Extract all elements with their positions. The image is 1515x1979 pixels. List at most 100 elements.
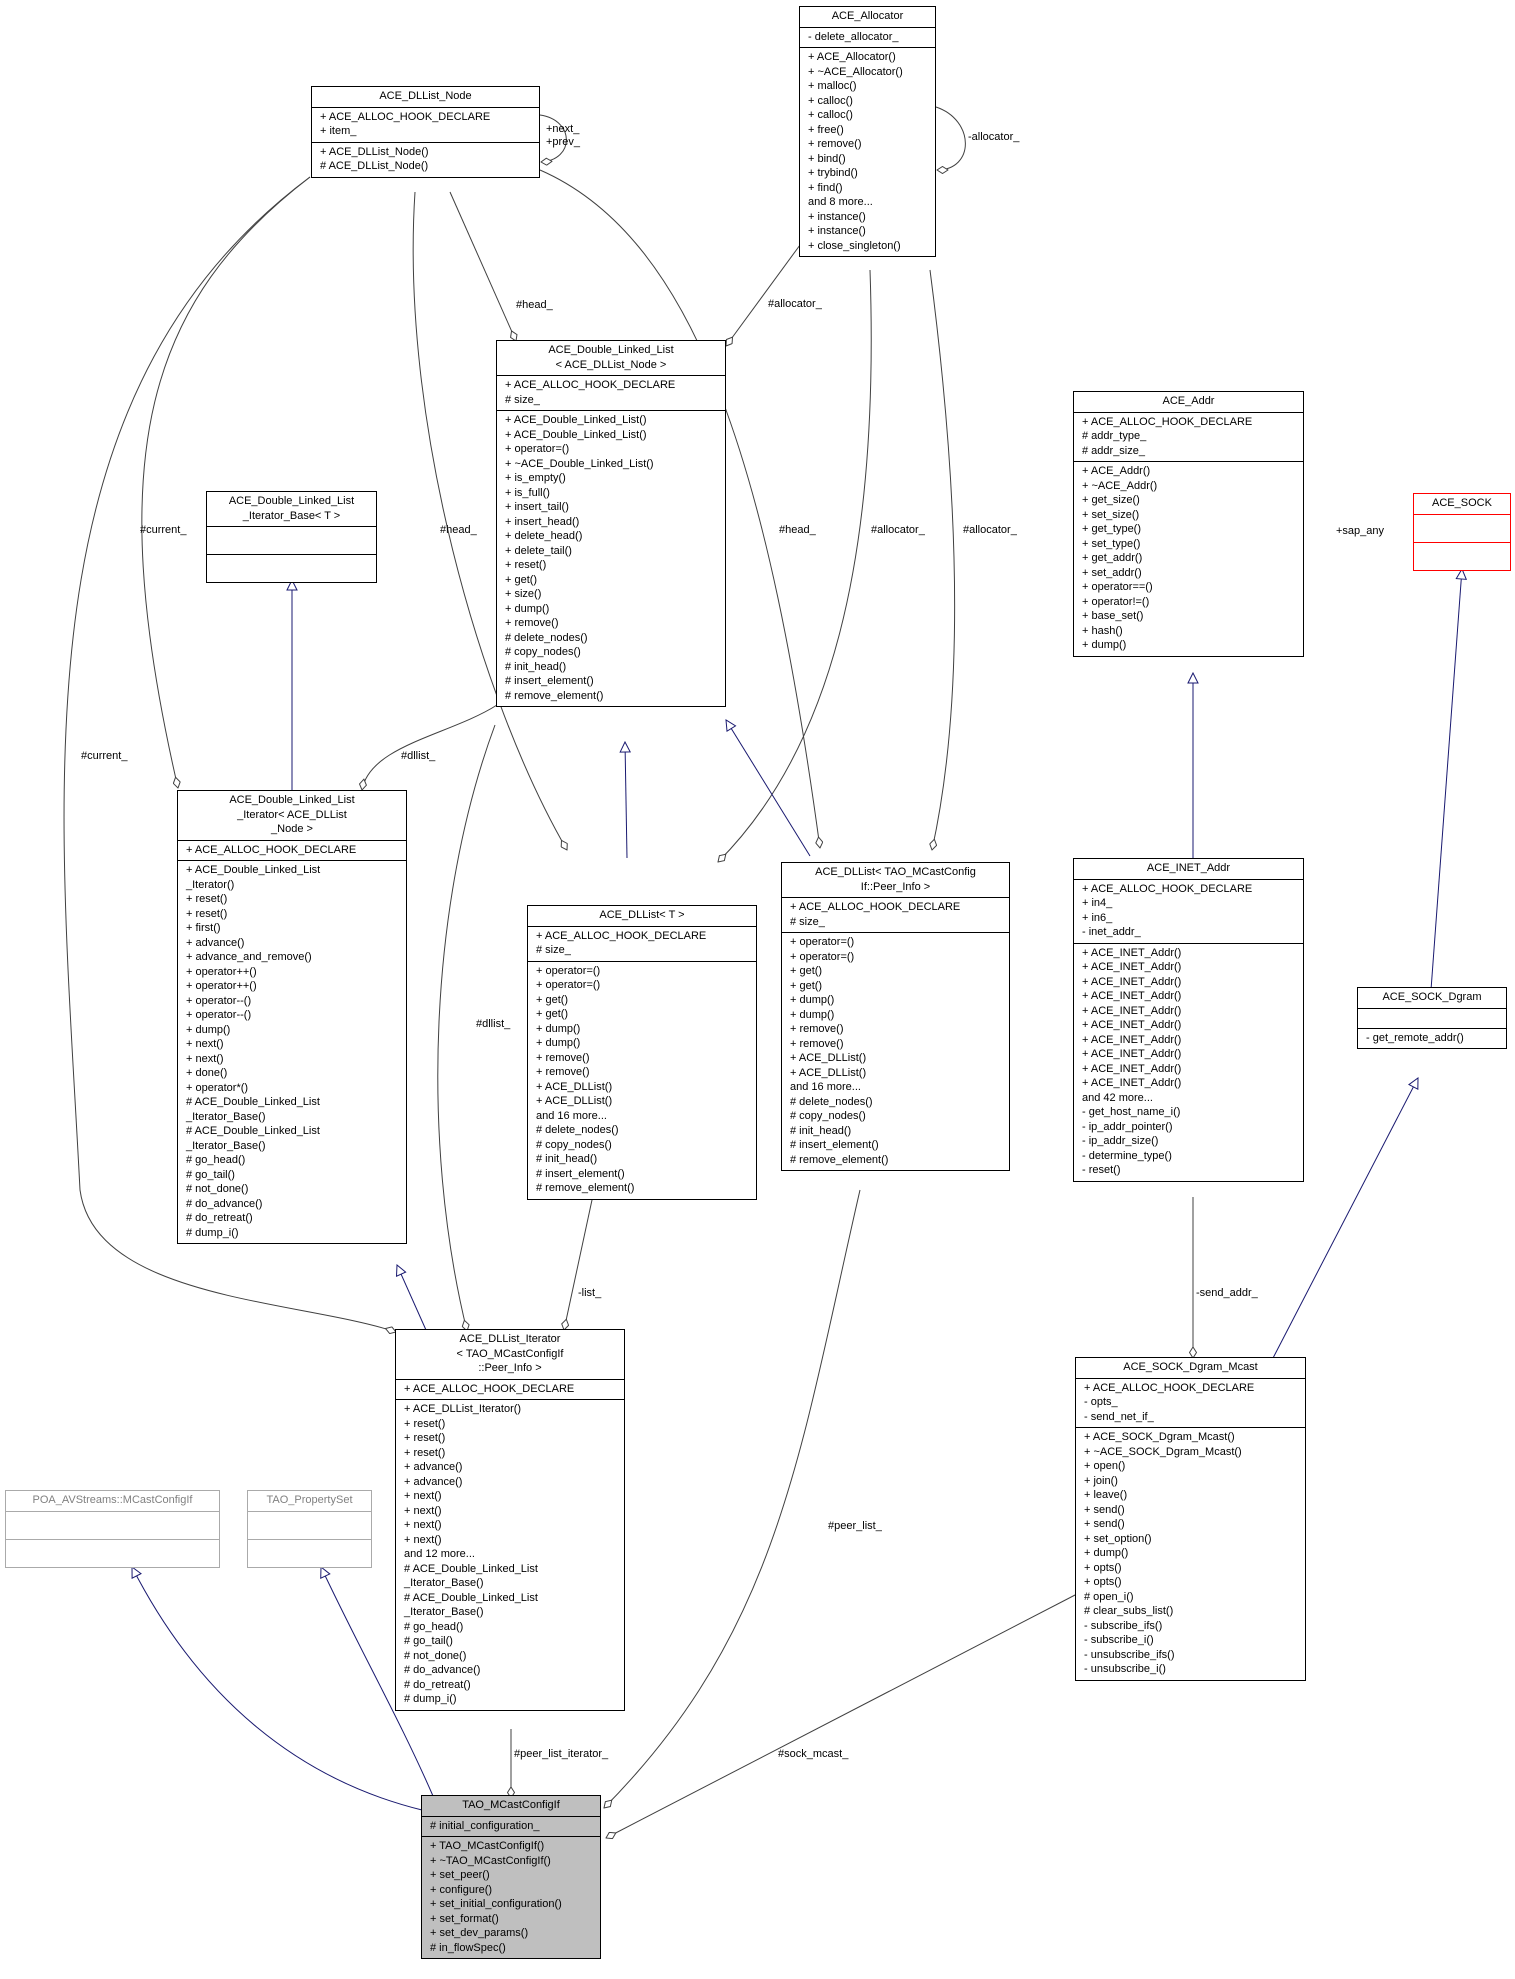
method: + ACE_Double_Linked_List(): [505, 414, 647, 426]
method: and 8 more...: [808, 196, 873, 208]
method: + ACE_Addr(): [1082, 465, 1151, 477]
method: # not_done(): [404, 1649, 467, 1662]
method: + remove(): [790, 1023, 844, 1035]
edge-inherit-poa: [132, 1567, 423, 1811]
method: + free(): [808, 123, 844, 136]
attribute: - send_net_if_: [1084, 1410, 1154, 1423]
method: + next(): [404, 1490, 442, 1502]
method: - get_remote_addr(): [1366, 1031, 1464, 1044]
method: + dump(): [1082, 639, 1127, 651]
method: # remove_element(): [790, 1153, 889, 1166]
method: + dump(): [790, 994, 835, 1006]
method: + advance_and_remove(): [186, 951, 312, 963]
attribute: + in4_: [1082, 897, 1113, 909]
attribute: # size_: [505, 393, 540, 406]
class-dllistT[interactable]: ACE_DLList< T >+ ACE_ALLOC_HOOK_DECLARE#…: [527, 905, 757, 1200]
method: + calloc(): [808, 94, 853, 107]
method: + join(): [1084, 1474, 1118, 1487]
attribute-compartment: [1358, 1009, 1506, 1029]
edge-dlnode-dllistT-head: [412, 191, 567, 850]
attribute-compartment: [6, 1512, 219, 1540]
class-dlliterbase[interactable]: ACE_Double_Linked_List _Iterator_Base< T…: [206, 491, 377, 583]
method: + set_initial_configuration(): [430, 1898, 562, 1910]
edge-dll-dlliter-dllist: [362, 704, 498, 790]
method: - determine_type(): [1082, 1149, 1172, 1162]
class-sockdgram[interactable]: ACE_SOCK_Dgram - get_remote_addr(): [1357, 987, 1507, 1049]
method: + next(): [186, 1038, 224, 1050]
class-poa[interactable]: POA_AVStreams::MCastConfigIf: [5, 1490, 220, 1568]
method: + operator!=(): [1082, 595, 1150, 608]
edge-label-peer-list: #peer_list_: [828, 1520, 882, 1532]
edge-label-list: -list_: [578, 1287, 602, 1299]
method: + send(): [1084, 1518, 1125, 1530]
method: # ACE_DLList_Node(): [320, 160, 429, 172]
method: + operator--(): [186, 994, 252, 1007]
method: + bind(): [808, 152, 846, 165]
class-title: ACE_DLList_Node: [312, 87, 539, 108]
attribute: - opts_: [1084, 1396, 1118, 1408]
edge-label-allocator2: #allocator_: [871, 524, 925, 536]
class-dlnode[interactable]: ACE_DLList_Node+ ACE_ALLOC_HOOK_DECLARE+…: [311, 86, 540, 178]
class-title: ACE_SOCK_Dgram: [1358, 988, 1506, 1009]
attribute: + ACE_ALLOC_HOOK_DECLARE: [1084, 1381, 1255, 1394]
edge-label-head3: #head_: [779, 524, 816, 536]
class-addr[interactable]: ACE_Addr+ ACE_ALLOC_HOOK_DECLARE# addr_t…: [1073, 391, 1304, 657]
method: + set_dev_params(): [430, 1927, 529, 1939]
method: + operator*(): [186, 1081, 249, 1094]
attribute-compartment: + ACE_ALLOC_HOOK_DECLARE: [396, 1380, 624, 1400]
method: # not_done(): [186, 1183, 249, 1195]
edge-label-sock-mcast: #sock_mcast_: [778, 1748, 849, 1760]
method: # open_i(): [1084, 1590, 1134, 1603]
method: + dump(): [790, 1008, 835, 1021]
class-title: POA_AVStreams::MCastConfigIf: [6, 1491, 219, 1512]
method: + set_addr(): [1082, 566, 1142, 579]
class-title: ACE_Allocator: [800, 7, 935, 28]
method: + dump(): [1084, 1547, 1129, 1559]
method: + ACE_DLList_Iterator(): [404, 1403, 522, 1415]
attribute-compartment: + ACE_ALLOC_HOOK_DECLARE# addr_type_# ad…: [1074, 413, 1303, 462]
class-inetaddr[interactable]: ACE_INET_Addr+ ACE_ALLOC_HOOK_DECLARE+ i…: [1073, 858, 1304, 1182]
class-dllistPeer[interactable]: ACE_DLList< TAO_MCastConfig If::Peer_Inf…: [781, 862, 1010, 1171]
method: + ACE_INET_Addr(): [1082, 961, 1182, 973]
edge-label-dllist2: #dllist_: [476, 1018, 511, 1030]
method: + ACE_DLList(): [790, 1052, 867, 1064]
edge-allocator-self: [935, 106, 966, 170]
method: + ACE_INET_Addr(): [1082, 1004, 1182, 1017]
method: + malloc(): [808, 80, 857, 92]
method: + trybind(): [808, 167, 858, 179]
class-title: TAO_PropertySet: [248, 1491, 371, 1512]
class-mcast[interactable]: ACE_SOCK_Dgram_Mcast + ACE_ALLOC_HOOK_DEC…: [1075, 1357, 1306, 1681]
method: # do_retreat(): [186, 1212, 253, 1224]
method: + advance(): [404, 1461, 463, 1473]
edge-mcast-tao-sockmcast: [606, 1593, 1078, 1838]
edge-label-sap-any: +sap_any: [1336, 525, 1385, 537]
method-compartment: + ACE_DLList_Iterator()+ reset()+ reset(…: [396, 1400, 624, 1710]
method: # insert_element(): [790, 1139, 879, 1151]
class-dll[interactable]: ACE_Double_Linked_List < ACE_DLList_Node…: [496, 340, 726, 707]
attribute-compartment: + ACE_ALLOC_HOOK_DECLARE: [178, 841, 406, 861]
attribute: # size_: [790, 915, 825, 928]
method: + operator=(): [790, 936, 855, 948]
class-dlliter[interactable]: ACE_Double_Linked_List _Iterator< ACE_DL…: [177, 790, 407, 1244]
class-dllistiter[interactable]: ACE_DLList_Iterator < TAO_MCastConfigIf …: [395, 1329, 625, 1711]
edge-inherit-dlliter: [397, 1265, 427, 1331]
method: + reset(): [404, 1446, 446, 1459]
method: + operator=(): [790, 950, 855, 963]
edge-dllistPeer-tao-peerlist: [604, 1189, 861, 1808]
attribute-compartment: [1414, 515, 1510, 543]
method: + ACE_DLList(): [790, 1066, 867, 1079]
class-propset[interactable]: TAO_PropertySet: [247, 1490, 372, 1568]
method: + ACE_DLList(): [536, 1080, 613, 1093]
method: # do_advance(): [186, 1197, 263, 1210]
method: + is_full(): [505, 486, 550, 499]
class-title: ACE_SOCK_Dgram_Mcast: [1076, 1358, 1305, 1379]
method: + operator==(): [1082, 581, 1153, 593]
class-title: ACE_SOCK: [1414, 494, 1510, 515]
class-sock[interactable]: ACE_SOCK: [1413, 493, 1511, 571]
method: + done(): [186, 1067, 228, 1079]
class-tao[interactable]: TAO_MCastConfigIf# initial_configuration…: [421, 1795, 601, 1959]
class-allocator[interactable]: ACE_Allocator- delete_allocator_+ ACE_Al…: [799, 6, 936, 257]
method: # init_head(): [790, 1124, 852, 1137]
method-compartment: + operator=()+ operator=()+ get()+ get()…: [782, 933, 1009, 1170]
method: # delete_nodes(): [790, 1095, 873, 1108]
